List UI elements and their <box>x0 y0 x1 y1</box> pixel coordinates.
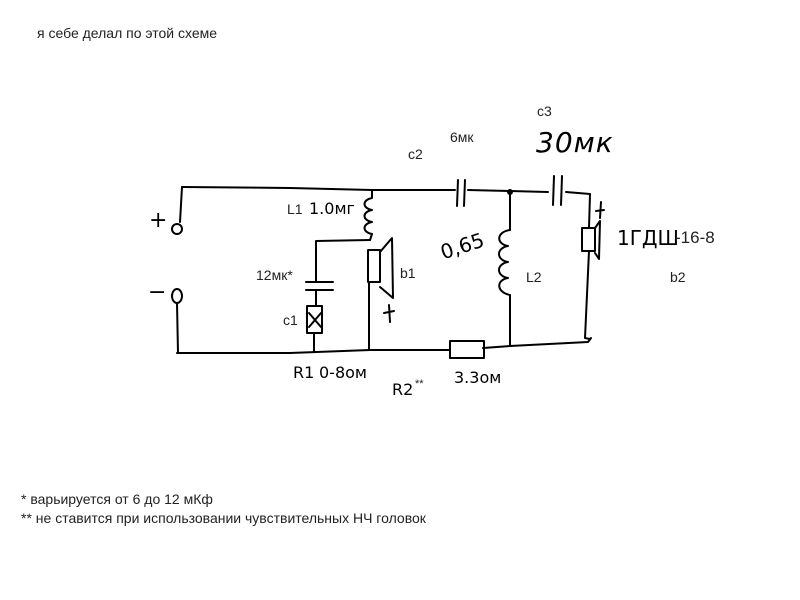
footnote-1: * варьируется от 6 до 12 мКф <box>21 491 213 507</box>
b2-speaker-cone-icon <box>594 220 601 260</box>
l1-label: L1 <box>287 201 303 217</box>
footnote-2: ** не ставится при использовании чувстви… <box>21 510 426 526</box>
wire-c3-to-b2 <box>565 191 591 229</box>
r1-variable-mark-icon <box>308 312 322 328</box>
c3-label: c3 <box>537 103 552 119</box>
b2-plus-mark-icon <box>595 201 605 219</box>
plus-terminal-icon[interactable] <box>171 223 183 235</box>
b2-model-suffix: -16-8 <box>675 228 715 247</box>
b2-model: 1ГДШ <box>617 226 679 250</box>
r1-value: 0-8ом <box>319 363 367 382</box>
r1-label: R1 <box>293 363 315 382</box>
c3-value: 30мк <box>536 126 614 159</box>
l2-label: L2 <box>526 269 542 285</box>
b1-speaker-body-icon <box>367 249 381 283</box>
l2-inductor-icon <box>498 229 511 296</box>
wire-plus-terminal <box>179 186 183 223</box>
l1-inductor-icon <box>363 189 373 241</box>
r2-value: 3.3ом <box>454 368 502 387</box>
wire-top-left <box>181 186 373 191</box>
c2-value: 6мк <box>450 129 474 145</box>
c3-capacitor-icon <box>552 175 563 206</box>
wire-bottom <box>176 349 451 354</box>
header-note: я себе делал по этой схеме <box>37 25 218 41</box>
c1-label: c1 <box>283 312 298 328</box>
b2-speaker-body-icon <box>581 227 596 252</box>
r2-label: R2 <box>392 380 414 399</box>
b1-plus-mark-icon <box>383 304 395 323</box>
plus-terminal-label: + <box>149 208 168 233</box>
b2-label: b2 <box>670 269 686 285</box>
wire-c1-branch <box>315 239 371 283</box>
minus-terminal-label: − <box>148 280 167 305</box>
c1-value: 12мк* <box>256 267 293 283</box>
b1-label: b1 <box>400 265 416 281</box>
b1-speaker-cone-icon <box>379 237 394 299</box>
wire-bottom-right <box>482 337 592 349</box>
r2-resistor-icon <box>449 340 485 359</box>
r2-mark: ** <box>415 378 424 390</box>
minus-terminal-icon[interactable] <box>171 288 183 304</box>
wire-minus-terminal <box>176 302 179 354</box>
c2-label: c2 <box>408 146 423 162</box>
wire-b2-down <box>584 250 591 340</box>
c2-capacitor-icon <box>456 179 466 207</box>
l1-value: 1.0мг <box>309 199 355 218</box>
